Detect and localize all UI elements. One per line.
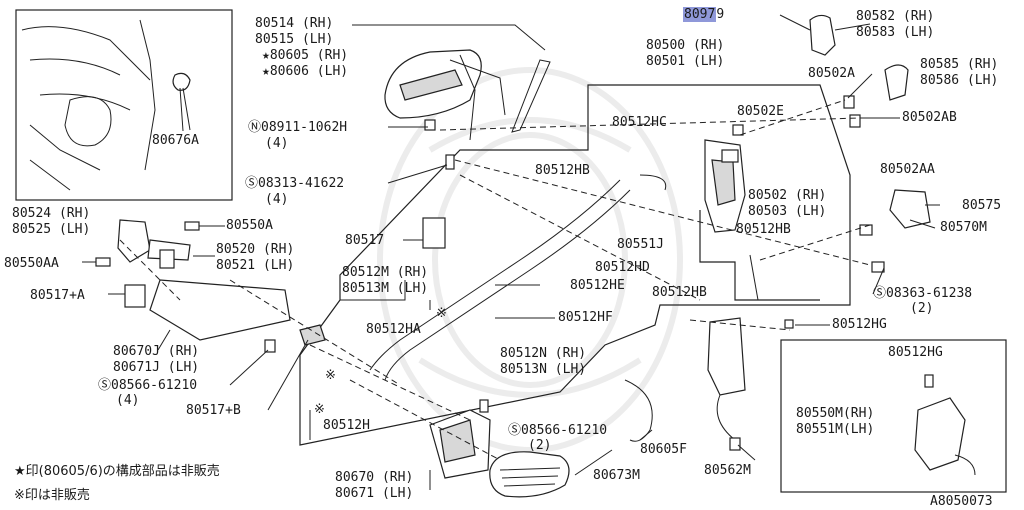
inside-handle-part bbox=[429, 409, 491, 479]
label-80512n: 80512N (RH) bbox=[500, 346, 587, 361]
label-80503: 80503 (LH) bbox=[748, 204, 827, 219]
kome-mark-icon: ※ bbox=[325, 368, 336, 383]
assembly-dashed-lines bbox=[119, 99, 871, 461]
label-80670j: 80670J (RH) bbox=[113, 344, 200, 359]
inset-door-frame bbox=[15, 9, 233, 201]
label-80671: 80671 (LH) bbox=[335, 486, 414, 501]
label-80605f: 80605F bbox=[640, 442, 687, 457]
actuator-part bbox=[707, 317, 746, 451]
highlighted-part-number[interactable]: 8097 bbox=[683, 7, 717, 22]
kome-mark-icon: ※ bbox=[436, 306, 447, 321]
label-08313-qty: (4) bbox=[265, 192, 289, 207]
label-80586: 80586 (LH) bbox=[920, 73, 999, 88]
star-note: ★印(80605/6)の構成部品は非販売 bbox=[14, 464, 220, 479]
label-80512h: 80512H bbox=[323, 418, 370, 433]
escutcheon-part bbox=[489, 451, 570, 498]
door-lock-part bbox=[704, 139, 746, 233]
label-80606: ★80606 (LH) bbox=[262, 64, 349, 79]
label-80517b: 80517+B bbox=[186, 403, 241, 418]
label-80512m: 80512M (RH) bbox=[342, 265, 429, 280]
circled-s-icon: Ⓢ bbox=[873, 286, 887, 301]
label-80512hg-2: 80512HG bbox=[888, 345, 943, 360]
circled-n-icon: Ⓝ bbox=[248, 120, 262, 135]
lock-actuator-part bbox=[914, 374, 976, 476]
outside-handle-part bbox=[384, 49, 551, 141]
kome-note: ※印は非販売 bbox=[14, 488, 90, 503]
door-module-frame bbox=[299, 84, 851, 446]
label-80582: 80582 (RH) bbox=[856, 9, 935, 24]
label-80097: 80979 bbox=[683, 7, 725, 22]
label-80670: 80670 (RH) bbox=[335, 470, 414, 485]
label-80575: 80575 bbox=[962, 198, 1002, 213]
handle-bracket-part bbox=[124, 217, 446, 346]
label-80512hg-1: 80512HG bbox=[832, 317, 887, 332]
label-08911: Ⓝ08911-1062H bbox=[248, 120, 348, 135]
label-08566b: Ⓢ08566-61210 bbox=[508, 423, 608, 438]
label-80550m: 80550M(RH) bbox=[796, 406, 875, 421]
hinge-part bbox=[117, 219, 191, 269]
label-80551m: 80551M(LH) bbox=[796, 422, 875, 437]
label-80513m: 80513M (LH) bbox=[342, 281, 429, 296]
label-80500: 80500 (RH) bbox=[646, 38, 725, 53]
retainer-clip-part bbox=[624, 379, 653, 442]
label-80551j: 80551J bbox=[617, 237, 664, 252]
label-08566b-qty: (2) bbox=[528, 438, 552, 453]
label-80585: 80585 (RH) bbox=[920, 57, 999, 72]
cable-assembly bbox=[369, 174, 759, 381]
circled-s-icon: Ⓢ bbox=[98, 378, 112, 393]
label-80605: ★80605 (RH) bbox=[262, 48, 349, 63]
diagram-code: A8050073 bbox=[930, 494, 993, 509]
watermark-emblem bbox=[377, 67, 683, 453]
label-08363-qty: (2) bbox=[910, 301, 934, 316]
label-08566a-qty: (4) bbox=[116, 393, 140, 408]
label-80502: 80502 (RH) bbox=[748, 188, 827, 203]
label-08911-qty: (4) bbox=[265, 136, 289, 151]
label-80525: 80525 (LH) bbox=[12, 222, 91, 237]
label-80512hb-3: 80512HB bbox=[652, 285, 707, 300]
label-80550a: 80550A bbox=[226, 218, 273, 233]
bracket-part bbox=[859, 189, 931, 236]
circled-s-icon: Ⓢ bbox=[508, 423, 522, 438]
label-80501: 80501 (LH) bbox=[646, 54, 725, 69]
door-panel-sketch bbox=[21, 19, 191, 191]
label-80514: 80514 (RH) bbox=[255, 16, 334, 31]
lock-sub-frame bbox=[699, 210, 820, 301]
label-80502e: 80502E bbox=[737, 104, 784, 119]
label-80512he: 80512HE bbox=[570, 278, 625, 293]
label-80676a: 80676A bbox=[152, 133, 199, 148]
label-80513n: 80513N (LH) bbox=[500, 362, 587, 377]
label-08313: Ⓢ08313-41622 bbox=[245, 176, 345, 191]
leader-lines bbox=[82, 14, 940, 490]
label-80520: 80520 (RH) bbox=[216, 242, 295, 257]
label-80502a: 80502A bbox=[808, 66, 855, 81]
label-80512ha: 80512HA bbox=[366, 322, 421, 337]
kome-mark-icon: ※ bbox=[314, 402, 325, 417]
striker-part bbox=[809, 14, 909, 128]
label-08566a: Ⓢ08566-61210 bbox=[98, 378, 198, 393]
actuator-inset-frame bbox=[780, 339, 1007, 493]
label-80583: 80583 (LH) bbox=[856, 25, 935, 40]
label-08363: Ⓢ08363-61238 bbox=[873, 286, 973, 301]
label-80502ab: 80502AB bbox=[902, 110, 957, 125]
label-80517a: 80517+A bbox=[30, 288, 85, 303]
label-80524: 80524 (RH) bbox=[12, 206, 91, 221]
label-80570m: 80570M bbox=[940, 220, 987, 235]
label-80550aa: 80550AA bbox=[4, 256, 59, 271]
label-80512hd: 80512HD bbox=[595, 260, 650, 275]
label-80521: 80521 (LH) bbox=[216, 258, 295, 273]
label-80512hb-1: 80512HB bbox=[535, 163, 590, 178]
label-80512hb-2: 80512HB bbox=[736, 222, 791, 237]
circled-s-icon: Ⓢ bbox=[245, 176, 259, 191]
label-80562m: 80562M bbox=[704, 463, 751, 478]
label-80517: 80517 bbox=[345, 233, 385, 248]
label-80512hc: 80512HC bbox=[612, 115, 667, 130]
screws bbox=[95, 119, 885, 413]
label-80502aa: 80502AA bbox=[880, 162, 935, 177]
label-80671j: 80671J (LH) bbox=[113, 360, 200, 375]
label-80673m: 80673M bbox=[593, 468, 640, 483]
label-80515: 80515 (LH) bbox=[255, 32, 334, 47]
label-80512hf: 80512HF bbox=[558, 310, 613, 325]
